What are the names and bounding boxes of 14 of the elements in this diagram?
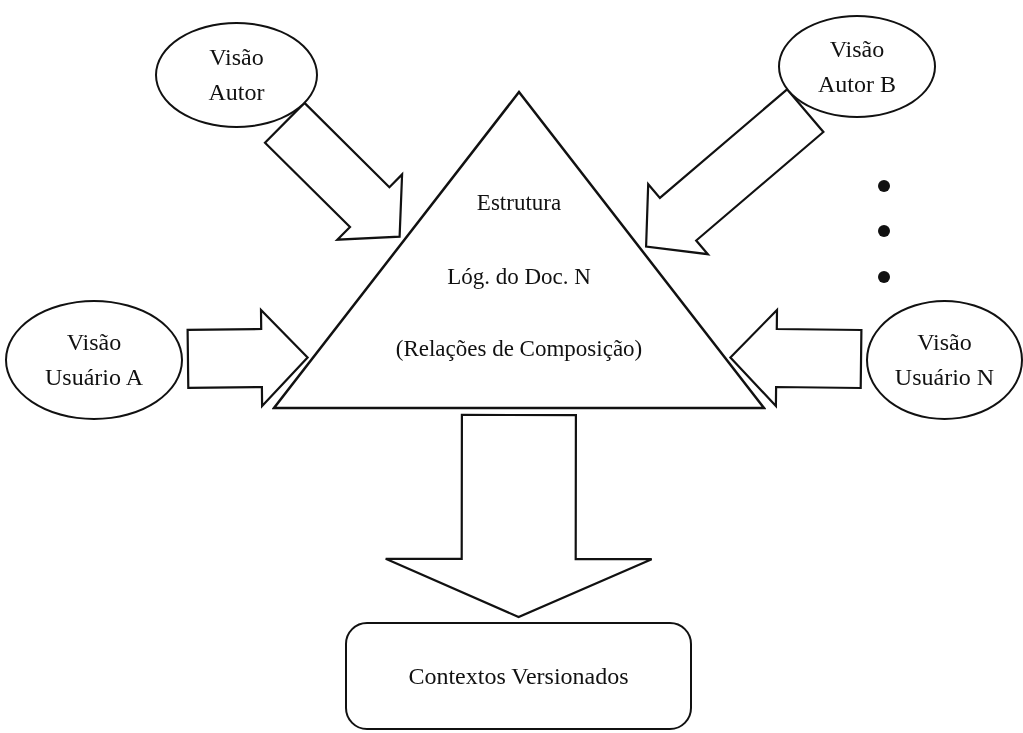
node-text: Visão Autor B: [817, 34, 897, 99]
node-text: Visão Usuário N: [893, 328, 996, 392]
block-arrow: [263, 101, 404, 241]
node-text: Lóg. do Doc. N: [447, 264, 591, 290]
node-text: Visão Autor: [207, 43, 266, 107]
node-text: Contextos Versionados: [407, 661, 630, 691]
block-arrow: [728, 307, 863, 409]
block-arrow: [644, 87, 825, 256]
node-text: (Relações de Composição): [395, 336, 643, 362]
block-arrow: [186, 307, 310, 409]
node-text: Visão Usuário A: [44, 328, 144, 392]
block-arrow: [384, 413, 653, 619]
node-text: Estrutura: [476, 190, 562, 216]
rounded-box: [345, 622, 692, 730]
